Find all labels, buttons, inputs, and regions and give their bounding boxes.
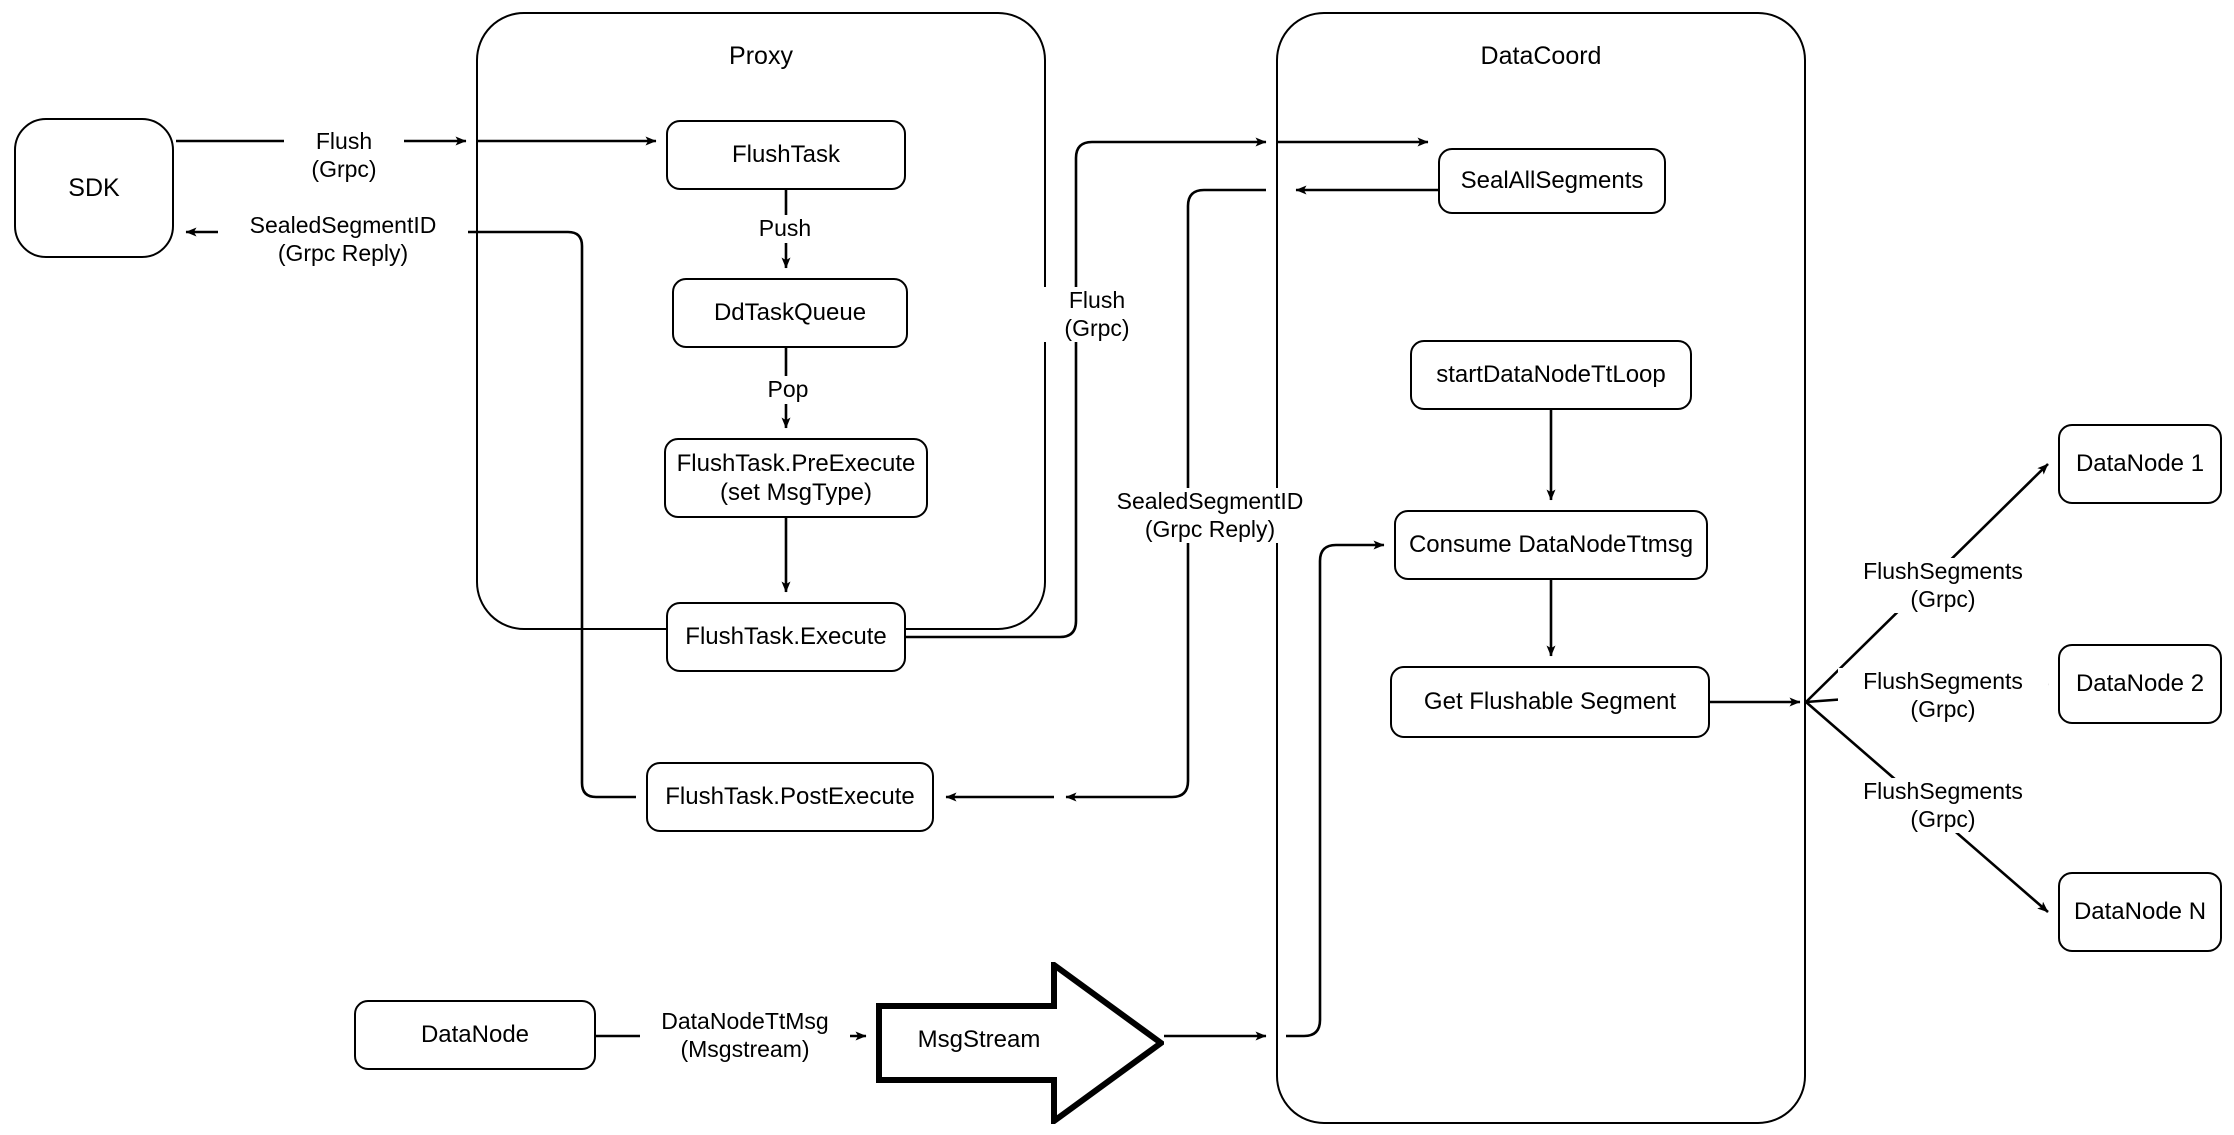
container-proxy-title: Proxy (729, 42, 793, 70)
msgstream-arrow-icon (876, 959, 1167, 1127)
node-consume-datanodettmsg[interactable]: Consume DataNodeTtmsg (1394, 510, 1708, 580)
node-ddtaskqueue[interactable]: DdTaskQueue (672, 278, 908, 348)
node-datanode-n[interactable]: DataNode N (2058, 872, 2222, 952)
edge-label-flushsegments-1: FlushSegments (Grpc) (1838, 558, 2048, 614)
edge-label-push: Push (740, 215, 830, 243)
node-startdatanodettloop[interactable]: startDataNodeTtLoop (1410, 340, 1692, 410)
node-sdk[interactable]: SDK (14, 118, 174, 258)
edge-label-flush-grpc-mid: Flush (Grpc) (1042, 287, 1152, 343)
container-datacoord-title: DataCoord (1480, 42, 1602, 70)
msgstream-label: MsgStream (917, 1026, 1041, 1053)
edge-label-datanodettmsg: DataNodeTtMsg (Msgstream) (640, 1008, 850, 1064)
node-sealallsegments[interactable]: SealAllSegments (1438, 148, 1666, 214)
edge-label-flush-grpc-sdk: Flush (Grpc) (284, 128, 404, 184)
node-flushtask-preexecute[interactable]: FlushTask.PreExecute (set MsgType) (664, 438, 928, 518)
edge-label-pop: Pop (748, 376, 828, 404)
node-datanode-2[interactable]: DataNode 2 (2058, 644, 2222, 724)
edge-label-flushsegments-2: FlushSegments (Grpc) (1838, 668, 2048, 724)
node-flushtask-execute[interactable]: FlushTask.Execute (666, 602, 906, 672)
node-flushtask-postexecute[interactable]: FlushTask.PostExecute (646, 762, 934, 832)
edge-label-flushsegments-n: FlushSegments (Grpc) (1838, 778, 2048, 834)
edge-label-sealedsegmentid-mid: SealedSegmentID (Grpc Reply) (1085, 488, 1335, 544)
node-get-flushable-segment[interactable]: Get Flushable Segment (1390, 666, 1710, 738)
node-flushtask[interactable]: FlushTask (666, 120, 906, 190)
container-datacoord (1276, 12, 1806, 1124)
msgstream-arrow-shape[interactable]: MsgStream (876, 959, 1167, 1127)
node-datanode-source[interactable]: DataNode (354, 1000, 596, 1070)
node-datanode-1[interactable]: DataNode 1 (2058, 424, 2222, 504)
edge-label-sealedsegmentid-sdk: SealedSegmentID (Grpc Reply) (218, 212, 468, 268)
